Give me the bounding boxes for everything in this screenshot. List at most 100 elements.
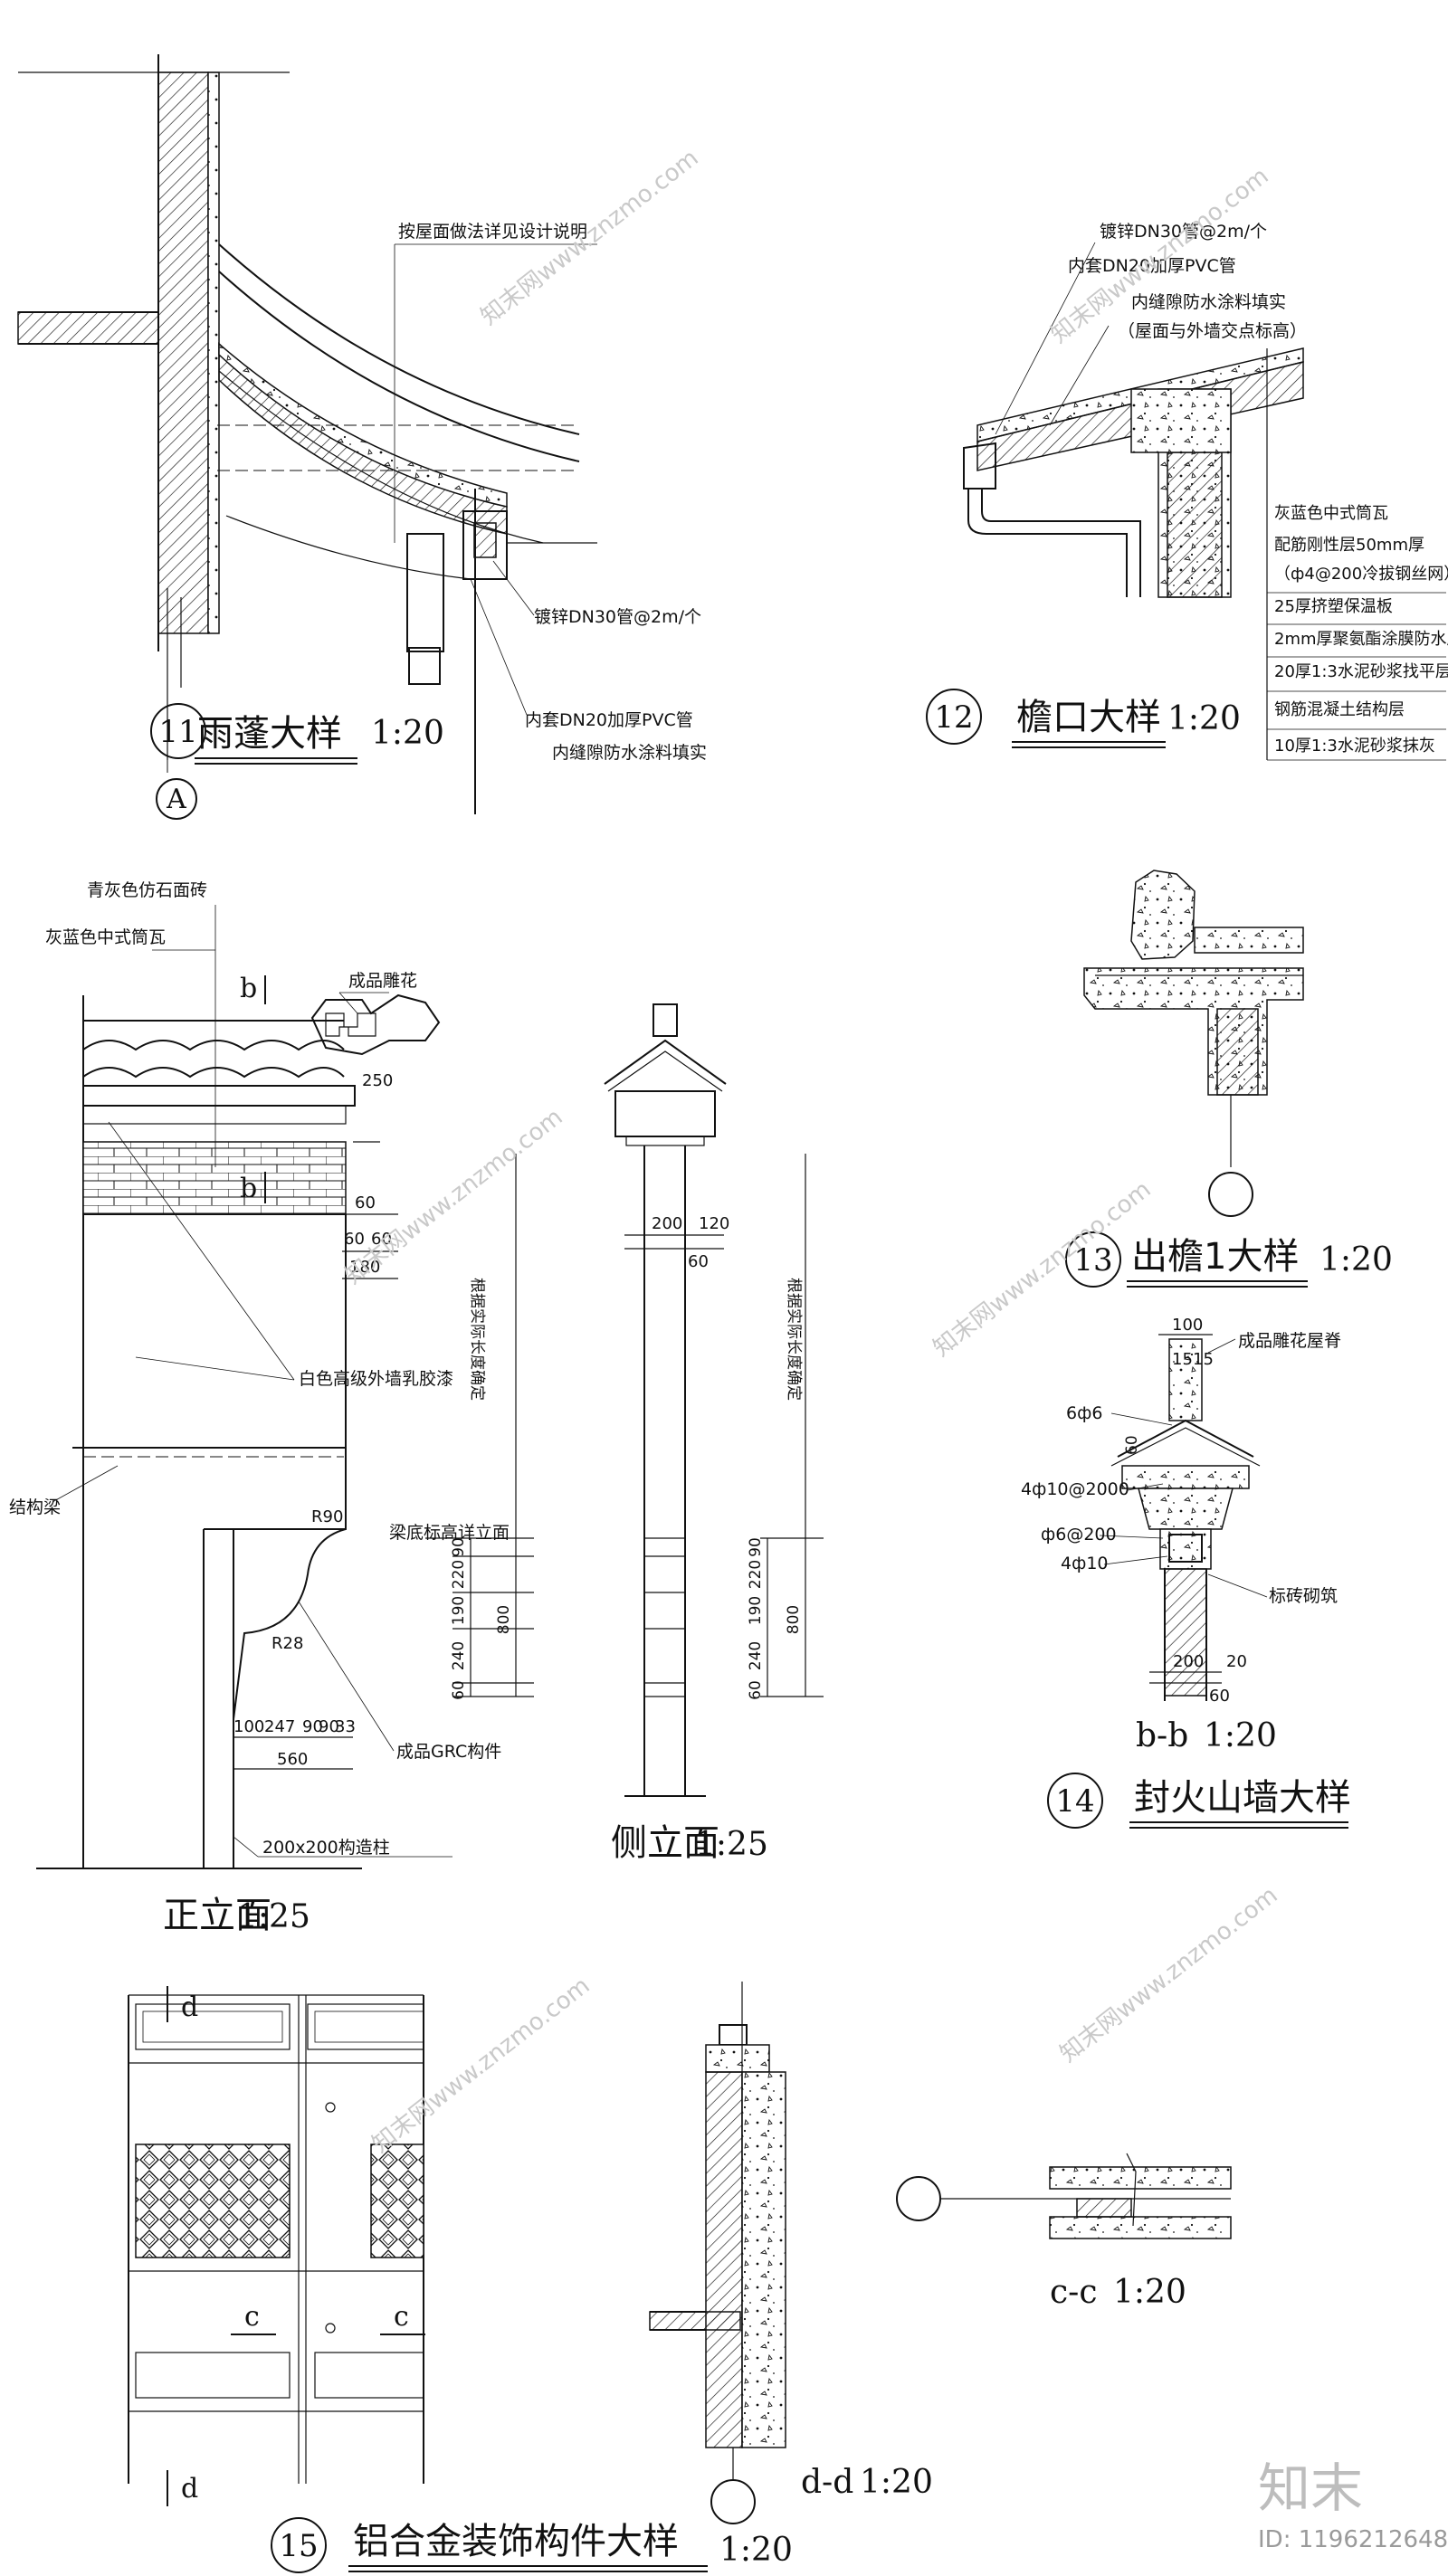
note-paint: 白色高级外墙乳胶漆 (299, 1369, 453, 1389)
grc-profile (233, 1448, 347, 1720)
note-tile-face: 青灰色仿石面砖 (87, 880, 207, 900)
note-r2: 4ф10@2000 (1021, 1479, 1129, 1499)
d14-dim-w100: 100 (1172, 1316, 1203, 1335)
grid-axis-label: A (166, 784, 186, 815)
side-dim-w200: 200 (652, 1214, 682, 1233)
ridge-block (1130, 870, 1196, 960)
carving-ornament (310, 993, 441, 1056)
side-dim-w120: 120 (699, 1214, 729, 1233)
detail-number-12: 12 (934, 699, 973, 736)
side-dim-v220: 220 (747, 1560, 765, 1589)
detail-number-15: 15 (279, 2528, 318, 2564)
detail-13-eave: 13 出檐1大样 1:20 (1065, 870, 1393, 1288)
detail-number-circle-14 (1047, 1773, 1103, 1829)
d14-dim-w200: 200 (1173, 1652, 1204, 1671)
section-mark-d-bottom: d (181, 2473, 198, 2505)
watermark-diag-4: 知末网www.znzmo.com (929, 1176, 1157, 1363)
dim-v800: 800 (495, 1605, 513, 1634)
detail-number-13: 13 (1073, 1242, 1112, 1278)
section-mark-b-bottom: b (240, 1173, 257, 1204)
svg-text:灰蓝色中式筒瓦: 灰蓝色中式筒瓦 (1274, 504, 1388, 523)
section-cc: c-c (1050, 2274, 1098, 2311)
svg-text:（ф4@200冷拔钢丝网）: （ф4@200冷拔钢丝网） (1274, 565, 1448, 584)
note-seal2-12: （屋面与外墙交点标高） (1118, 321, 1307, 341)
note-length-front: 根据实际长度确定 (468, 1278, 486, 1401)
dd-wall (705, 2071, 743, 2448)
note-pvc-12: 内套DN20加厚PVC管 (1068, 256, 1236, 276)
note-pipe-11: 镀锌DN30管@2m/个 (534, 607, 701, 627)
note-seal-11: 内缝隙防水涂料填实 (552, 743, 707, 763)
canopy-slab (218, 342, 508, 535)
gutter (462, 510, 508, 580)
side-dim-v240: 240 (747, 1641, 765, 1670)
note-roof-practice: 按屋面做法详见设计说明 (398, 222, 587, 242)
detail-number-circle-15 (271, 2517, 327, 2573)
layer-table-12: 灰蓝色中式筒瓦 配筋刚性层50mm厚 （ф4@200冷拔钢丝网） 25厚挤塑保温… (1267, 504, 1448, 761)
detail-11-canopy: 按屋面做法详见设计说明 镀锌DN30管@2m/个 内套DN20加厚PVC管 内缝… (17, 54, 707, 820)
detail-scale-12: 1:20 (1167, 700, 1241, 737)
lattice-panel-left (135, 2143, 291, 2258)
dim-v240: 240 (450, 1641, 468, 1670)
section-mark-c-right: c (394, 2301, 409, 2333)
d14-dim-b15: 15 (1193, 1350, 1214, 1369)
note-brick: 标砖砌筑 (1269, 1586, 1338, 1606)
front-title: 正立面 (163, 1895, 272, 1936)
note-r4: 4ф10 (1061, 1554, 1109, 1573)
section-bb-scale: 1:20 (1204, 1717, 1277, 1754)
detail-12-eaves: 镀锌DN30管@2m/个 内套DN20加厚PVC管 内缝隙防水涂料填实 （屋面与… (926, 222, 1448, 761)
section-dd: d-d (801, 2464, 853, 2501)
side-length: 根据实际长度确定 (785, 1278, 803, 1401)
dim-60b: 60 (344, 1230, 365, 1249)
dim-60c: 60 (371, 1230, 392, 1249)
dim-180: 180 (349, 1258, 380, 1277)
d14-dim-h60a: 60 (1123, 1435, 1141, 1455)
side-dim-v190: 190 (747, 1596, 765, 1625)
svg-text:配筋刚性层50mm厚: 配筋刚性层50mm厚 (1274, 536, 1424, 555)
stone-tile-band (82, 1141, 347, 1215)
side-elevation: 200 120 60 90 220 190 240 60 800 根据实际长度确… (604, 1003, 824, 1864)
side-dim-v800: 800 (785, 1605, 803, 1634)
note-r3: ф6@200 (1041, 1525, 1117, 1545)
dim-h247: 247 (264, 1717, 295, 1736)
detail-title-15: 铝合金装饰构件大样 (353, 2521, 679, 2562)
detail-title-11: 雨蓬大样 (197, 713, 342, 755)
side-scale: 1:25 (695, 1826, 768, 1863)
grid-axis-circle (156, 778, 197, 820)
side-dim-v60: 60 (747, 1680, 765, 1700)
side-dim-v90: 90 (747, 1537, 765, 1557)
watermark-brand: 知末 (1258, 2457, 1363, 2519)
detail-number-11: 11 (158, 714, 197, 750)
section-cc-scale: 1:20 (1113, 2274, 1186, 2311)
dim-v90: 90 (450, 1537, 468, 1557)
watermark-diag-5: 知末网www.znzmo.com (367, 1972, 595, 2159)
detail-scale-15: 1:20 (719, 2532, 793, 2569)
detail-title-13: 出檐1大样 (1131, 1236, 1299, 1278)
detail-scale-11: 1:20 (371, 715, 444, 752)
svg-text:钢筋混凝土结构层: 钢筋混凝土结构层 (1274, 700, 1405, 719)
dim-h33: 33 (335, 1717, 356, 1736)
dim-h560: 560 (277, 1750, 308, 1769)
detail-scale-13: 1:20 (1319, 1241, 1393, 1278)
dim-r90: R90 (311, 1507, 343, 1526)
detail-15-aluminum: d d c c d-d 1:20 c-c 1:20 15 铝合金装饰构件大样 (128, 1982, 1232, 2573)
dim-h100: 100 (233, 1717, 264, 1736)
note-carving: 成品雕花 (348, 971, 417, 991)
detail-title-12: 檐口大样 (1016, 697, 1161, 738)
watermark-id: ID: 1196212648 (1258, 2526, 1448, 2553)
note-beam: 结构梁 (9, 1497, 61, 1517)
note-pvc-11: 内套DN20加厚PVC管 (525, 710, 693, 730)
svg-text:25厚挤塑保温板: 25厚挤塑保温板 (1274, 597, 1393, 616)
watermark-diag-6: 知末网www.znzmo.com (1055, 1882, 1283, 2068)
d14-dim-w20: 20 (1226, 1652, 1247, 1671)
dim-r28: R28 (272, 1634, 303, 1653)
section-dd-scale: 1:20 (860, 2464, 933, 2501)
lattice-panel-right (370, 2143, 424, 2258)
dim-h90b: 90 (319, 1717, 339, 1736)
detail-number-circle-11 (150, 703, 206, 759)
side-title: 侧立面 (611, 1822, 719, 1864)
detail-number-circle-12 (926, 689, 982, 745)
detail-number-circle-13 (1065, 1231, 1121, 1288)
dim-250: 250 (362, 1071, 393, 1090)
dim-60a: 60 (355, 1193, 376, 1212)
support-column (406, 533, 444, 652)
